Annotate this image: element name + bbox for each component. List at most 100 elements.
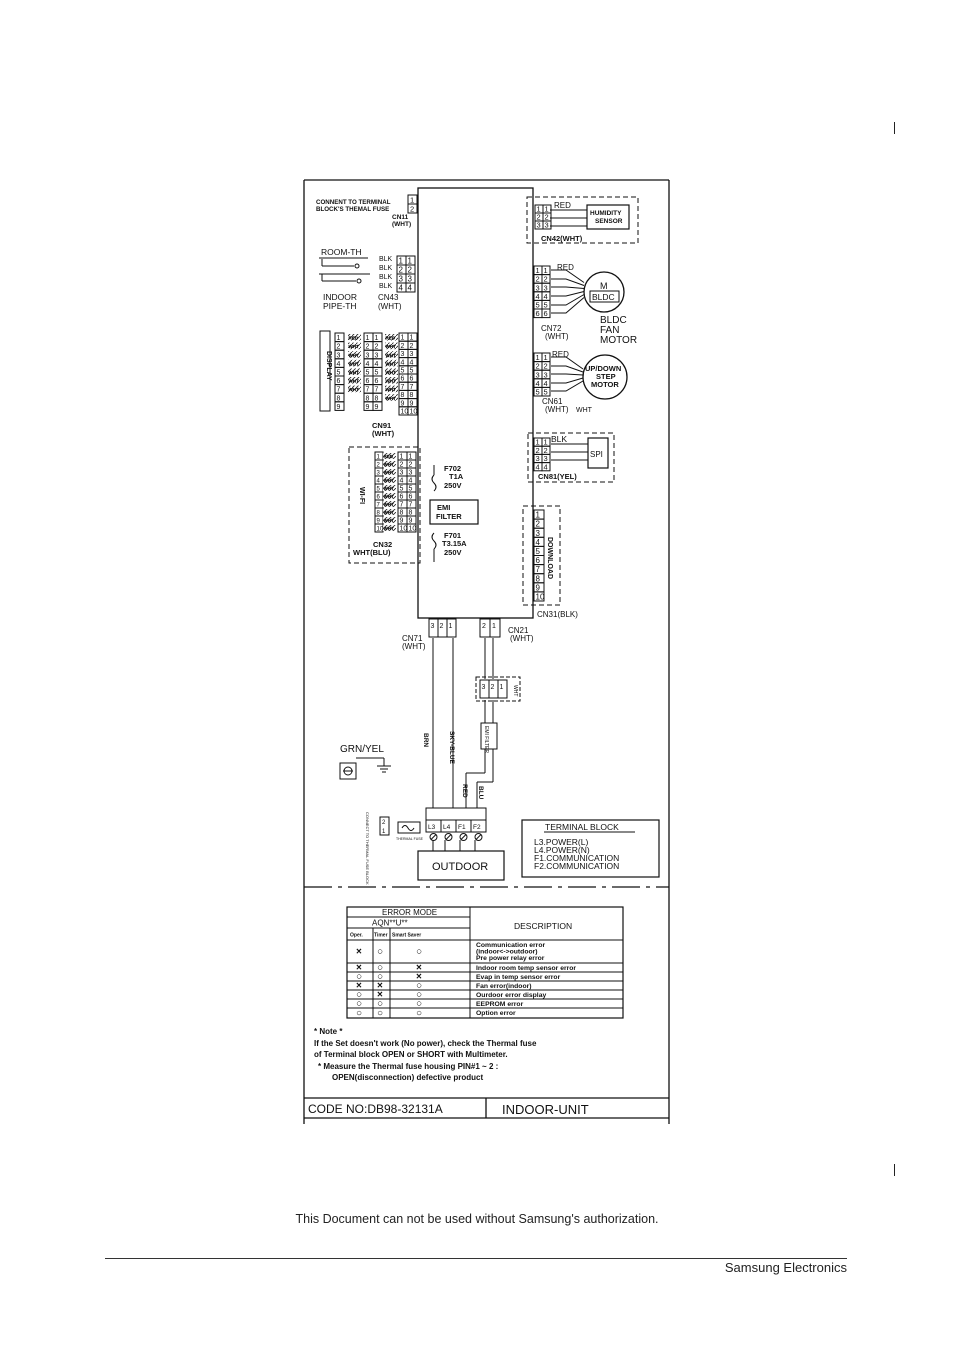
display-right-pin-4: 4	[401, 359, 405, 366]
fan-wire-red: RED	[557, 263, 574, 272]
wifi-left-pin-7: 7	[377, 503, 381, 509]
humidity-sensor-box	[586, 204, 630, 230]
wifi-wire-tag-text: WHT	[384, 510, 394, 515]
step-wire	[551, 380, 584, 392]
cn61-pin-mate-4: 4	[544, 379, 548, 388]
cn42-pin-3: 3	[537, 221, 541, 230]
relay-pin-box	[497, 679, 508, 699]
thermal-fuse-label: THERMAL FUSE	[396, 837, 424, 841]
display-mid-pin-mate-2: 2	[375, 344, 379, 351]
cn72-pin-box-2	[541, 308, 551, 319]
display-mid-pin-5: 5	[366, 370, 370, 377]
cn43-color: (WHT)	[378, 302, 402, 311]
cn11-section: CONNENT TO TERMINAL BLOCK'S THEMAL FUSE …	[316, 194, 418, 228]
display-right-pin-mate-6: 6	[410, 376, 414, 383]
download-label: DOWNLOAD	[546, 537, 553, 579]
side-pin-2: 2	[382, 820, 386, 826]
cn42-pin-1: 1	[537, 205, 541, 214]
display-mid-pin-mate-5: 5	[375, 370, 379, 377]
indoor-pipe-label-1: INDOOR	[323, 292, 357, 302]
display-right-wire-tag	[385, 377, 398, 384]
wifi-wire-tag-text: WHT	[384, 494, 394, 499]
wifi-wire-tag-text: WHT	[384, 502, 394, 507]
terminal-legend: TERMINAL BLOCK L3.POWER(L) L4.POWER(N) F…	[521, 819, 660, 878]
cn61-extra: WHT	[576, 407, 593, 414]
cn31-pin-2: 2	[536, 520, 541, 529]
display-wire-tag	[348, 351, 361, 358]
note-line-3: * Measure the Thermal fuse housing PIN#1…	[318, 1062, 498, 1071]
cn61-pin-4: 4	[536, 379, 540, 388]
wifi-right-pin-4: 4	[400, 478, 404, 485]
display-right-wire-tag	[385, 385, 398, 393]
display-mid-pin-mate-4: 4	[375, 361, 379, 368]
wifi-right-pin-mate-8: 8	[409, 510, 413, 517]
wifi-right-pin-mate-9: 9	[409, 518, 413, 525]
display-right-pin-mate-4: 4	[410, 359, 414, 366]
wifi-right-pin-10: 10	[400, 526, 408, 533]
oper-indicator: ○	[356, 972, 362, 983]
error-description: Indoor room temp sensor error	[476, 965, 576, 972]
authorization-notice: This Document can not be used without Sa…	[295, 1212, 659, 1226]
display-left-pin-8: 8	[337, 395, 341, 402]
saver-indicator: ○	[416, 999, 422, 1010]
cn72-pin-mate-6: 6	[544, 309, 548, 318]
display-right-wire-tag-text: WHT	[386, 370, 396, 375]
terminal-legend-line-1: L3.POWER(L)	[534, 837, 588, 847]
cn31-pin-4: 4	[536, 538, 541, 547]
cn81-pin-2: 2	[536, 446, 540, 455]
error-description: Evap in temp sensor error	[476, 974, 561, 981]
oper-indicator: ○	[356, 1008, 362, 1019]
step-wire	[551, 356, 584, 370]
timer-indicator: ○	[377, 999, 383, 1010]
display-left-pin-7: 7	[337, 387, 341, 394]
cn61-pin-mate-1: 1	[544, 353, 548, 362]
cn71-label: CN71	[402, 634, 423, 643]
wifi-wire-tag-text: WHT	[384, 518, 394, 523]
wifi-left-pin-5: 5	[377, 487, 381, 493]
bottom-margin-mark	[894, 1164, 895, 1176]
wifi-right-pin-8: 8	[400, 510, 404, 517]
cn72-color: (WHT)	[545, 332, 569, 341]
col-timer: Timer	[374, 933, 388, 939]
spi-label: SPI	[590, 450, 603, 459]
wifi-wire-tag	[383, 501, 396, 507]
wifi-label: WI-FI	[358, 487, 365, 504]
display-right-pin-8: 8	[401, 392, 405, 399]
cn61-pin-1: 1	[536, 353, 540, 362]
oper-indicator: ○	[356, 999, 362, 1010]
fuse-section: F702 T1A 250V EMI FILTER F701 T3.15A 250…	[429, 464, 479, 562]
col-smart-saver: Smart Saver	[392, 933, 421, 939]
terminal-screw-slot	[475, 834, 482, 840]
display-label: DISPLAY	[325, 351, 332, 381]
wifi-right-pin-7: 7	[400, 502, 404, 509]
display-mid-pin-3: 3	[366, 352, 370, 359]
notes-section: * Note * If the Set doesn't work (No pow…	[314, 1027, 537, 1082]
relay-pin-1: 1	[500, 684, 504, 691]
terminal-box	[470, 819, 487, 833]
cn72-pin-5: 5	[536, 301, 540, 310]
display-mid-pin-8: 8	[366, 395, 370, 402]
cn21-color: (WHT)	[510, 634, 534, 643]
display-left-pin-box	[334, 401, 345, 411]
display-wire-tag	[348, 368, 361, 375]
display-right-pin-mate-10: 10	[410, 409, 418, 416]
display-right-wire-tag	[385, 368, 398, 375]
terminal-screw-slot	[460, 834, 467, 840]
display-right-wire-tag-text: RED	[386, 336, 396, 341]
display-right-pin-10: 10	[401, 409, 409, 416]
step-wire	[551, 365, 584, 373]
wire-red: RED	[461, 784, 468, 798]
code-number: CODE NO:DB98-32131A	[308, 1102, 443, 1116]
error-table: ERROR MODE AQN**U** DESCRIPTION Oper. Ti…	[346, 906, 624, 1019]
fan-wire	[551, 297, 585, 314]
cn31-pin-7: 7	[536, 565, 541, 574]
display-right-pin-mate-9: 9	[410, 400, 414, 407]
cn32-label: CN32	[373, 540, 392, 549]
cn61-pin-2: 2	[536, 362, 540, 371]
relay-pin-2: 2	[491, 684, 495, 691]
display-right-pin-5: 5	[401, 368, 405, 375]
cn72-label: CN72	[541, 324, 562, 333]
